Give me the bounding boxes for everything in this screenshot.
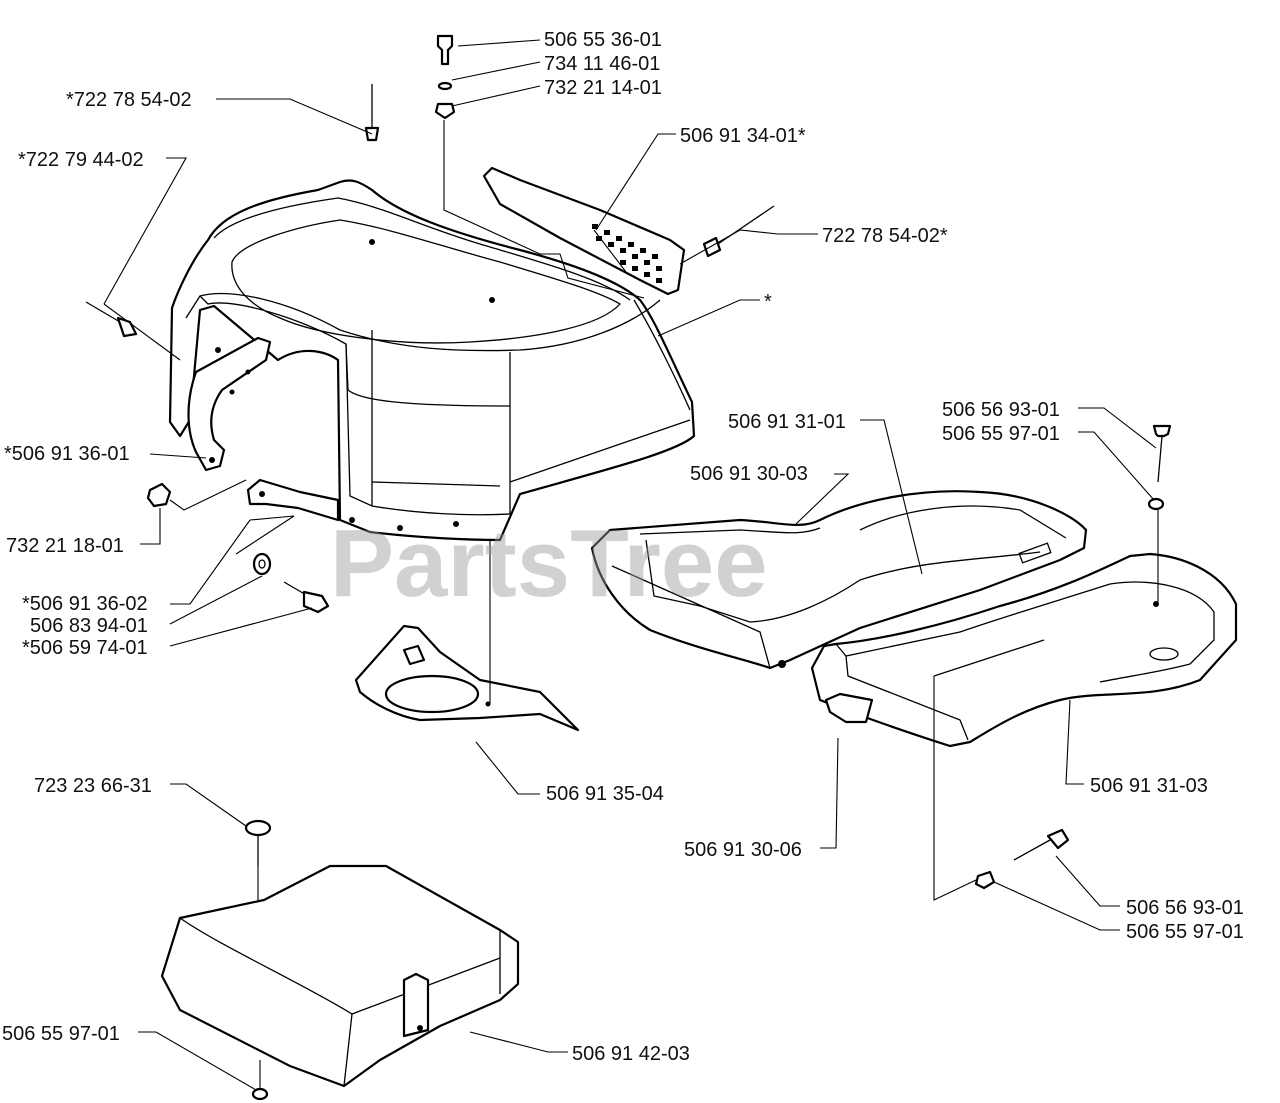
callout-label: 506 91 34-01* <box>680 125 806 147</box>
callout-label: 732 21 14-01 <box>544 77 662 99</box>
callout-label: 734 11 46-01 <box>544 53 660 75</box>
fender-screw-top[interactable] <box>1147 424 1172 511</box>
callout-labels: 506 55 36-01 734 11 46-01 732 21 14-01 *… <box>2 29 1244 1065</box>
callout-label: 506 83 94-01 <box>30 615 148 637</box>
fender-part[interactable] <box>810 552 1238 748</box>
rivet-pin-top[interactable] <box>364 84 380 142</box>
callout-label: 506 55 97-01 <box>1126 921 1244 943</box>
watermark-text: PartsTree <box>330 510 768 617</box>
callout-label: *506 59 74-01 <box>22 637 148 659</box>
callout-label: 506 91 35-04 <box>546 783 664 805</box>
hood-bracket-part[interactable] <box>187 336 272 472</box>
callout-label: 506 91 42-03 <box>572 1043 690 1065</box>
callout-label: 506 55 36-01 <box>544 29 662 51</box>
callout-label: * <box>764 291 772 313</box>
callout-label: 722 78 54-02* <box>822 225 948 247</box>
callout-label: 723 23 66-31 <box>34 775 152 797</box>
washer-506-83-94-01[interactable] <box>252 552 272 576</box>
hood-part[interactable] <box>168 179 696 542</box>
leader-lines <box>103 39 1159 1091</box>
fender-screw-bottom[interactable] <box>974 828 1070 890</box>
callout-label: 506 91 31-03 <box>1090 775 1208 797</box>
callout-label: *506 91 36-02 <box>22 593 148 615</box>
callout-label: 732 21 18-01 <box>6 535 124 557</box>
nut-506-55-97-01-bottom[interactable] <box>251 1087 269 1101</box>
callout-label: 506 91 30-06 <box>684 839 802 861</box>
top-screw-stack[interactable] <box>434 34 456 120</box>
callout-label: 506 91 30-03 <box>690 463 808 485</box>
callout-label: 506 91 31-01 <box>728 411 846 433</box>
nut-732-21-18-01[interactable] <box>146 482 172 508</box>
battery-box-part[interactable] <box>160 864 520 1088</box>
callout-label: 506 55 97-01 <box>2 1023 120 1045</box>
knob-screw-723-23-66-31[interactable] <box>244 819 272 866</box>
callout-label: 506 56 93-01 <box>1126 897 1244 919</box>
screw-506-59-74-01[interactable] <box>283 581 330 614</box>
grille-pattern <box>592 224 662 283</box>
callout-label: *722 78 54-02 <box>66 89 192 111</box>
duct-part[interactable] <box>354 624 580 732</box>
callout-label: 506 56 93-01 <box>942 399 1060 421</box>
floor-panel-part[interactable] <box>590 490 1088 670</box>
callout-label: *506 91 36-01 <box>4 443 130 465</box>
lower-strap-part[interactable] <box>246 478 340 522</box>
rivet-pin-left[interactable] <box>85 301 138 338</box>
grille-plate-part[interactable] <box>482 166 686 296</box>
callout-label: 506 55 97-01 <box>942 423 1060 445</box>
callout-label: *722 79 44-02 <box>18 149 144 171</box>
